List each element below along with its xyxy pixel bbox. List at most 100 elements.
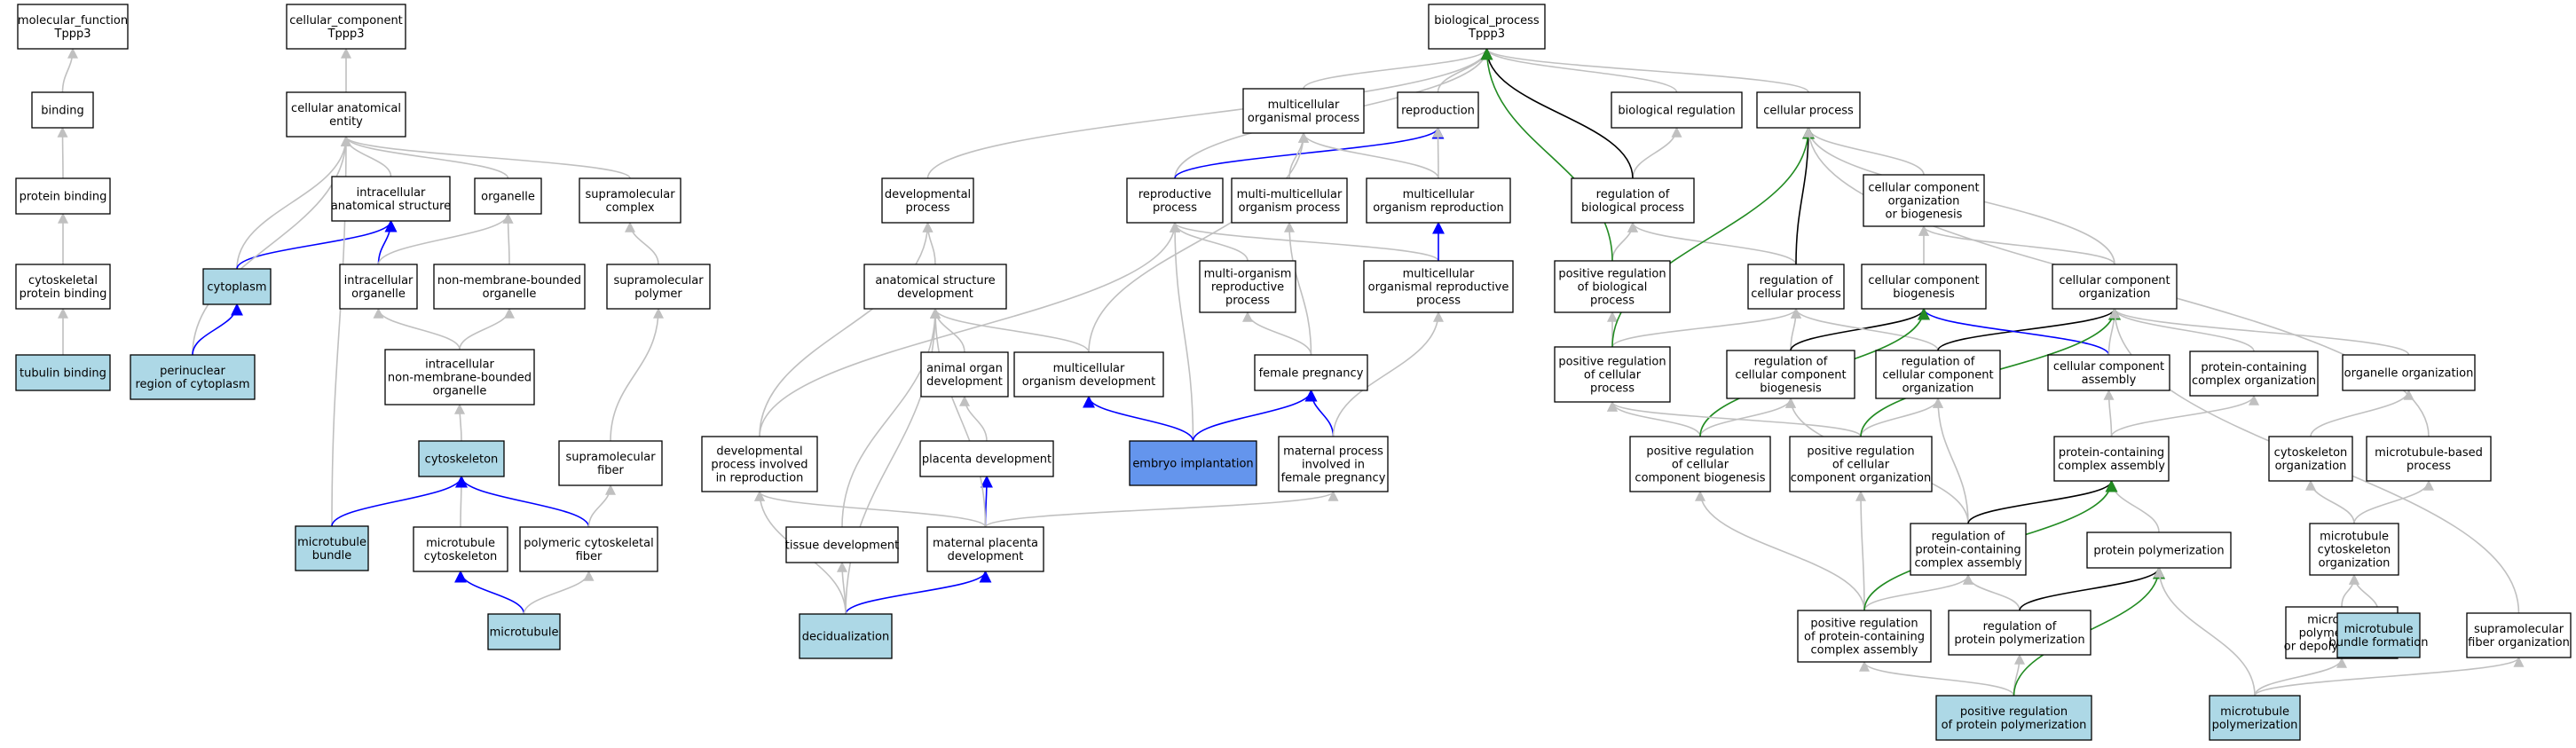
edge-is-a xyxy=(2353,479,2434,524)
edge-is-a xyxy=(610,307,664,442)
term-node-box xyxy=(799,613,893,659)
term-node-box xyxy=(1611,91,1743,129)
edge-part-of xyxy=(192,303,243,356)
term-node-label: biogenesis xyxy=(1893,287,1955,301)
term-node-intracellular-nmb-organelle[interactable]: intracellularnon-membrane-boundedorganel… xyxy=(384,349,535,405)
term-node-label: microtubule xyxy=(426,537,495,550)
term-node-decidualization[interactable]: decidualization xyxy=(799,613,893,659)
term-node-label: protein binding xyxy=(20,191,107,204)
term-node-label: entity xyxy=(329,115,363,129)
term-node-protein-binding[interactable]: protein binding xyxy=(15,177,111,215)
term-node-label: anatomical structure xyxy=(331,200,451,213)
term-node-box xyxy=(2052,264,2178,310)
edge-is-a xyxy=(1611,307,1801,348)
term-node-label: region of cytoplasm xyxy=(135,378,249,391)
term-node-biological-regulation[interactable]: biological regulation xyxy=(1611,91,1743,129)
term-node-organelle[interactable]: organelle xyxy=(474,177,542,215)
term-node-box xyxy=(1789,436,1933,492)
term-node-female-pregnancy[interactable]: female pregnancy xyxy=(1254,354,1368,391)
term-node-reproduction[interactable]: reproduction xyxy=(1397,91,1479,129)
edge-part-of xyxy=(1192,389,1318,442)
edge-regulates xyxy=(1937,307,2121,351)
term-node-tubulin-binding[interactable]: tubulin binding xyxy=(15,354,111,391)
term-node-label: organization xyxy=(2275,460,2347,473)
term-node-tissue-development[interactable]: tissue development xyxy=(785,526,899,563)
term-node-cellular-process[interactable]: cellular process xyxy=(1756,91,1861,129)
term-node-protein-polymerization[interactable]: protein polymerization xyxy=(2086,531,2232,569)
term-node-microtubule[interactable]: microtubule xyxy=(487,613,561,650)
edge-is-a xyxy=(754,490,987,528)
term-node-placenta-development[interactable]: placenta development xyxy=(919,440,1054,477)
term-node-organelle-organization[interactable]: organelle organization xyxy=(2342,354,2476,391)
term-node-box xyxy=(1948,610,2092,656)
term-node-label: Tppp3 xyxy=(54,28,91,41)
term-node-box xyxy=(579,177,681,224)
term-node-binding[interactable]: binding xyxy=(31,91,94,129)
edge-positively-regulates xyxy=(1611,126,1815,348)
term-node-embryo-implantation[interactable]: embryo implantation xyxy=(1129,440,1257,486)
term-node-box xyxy=(418,440,505,477)
term-node-label: multi-organism xyxy=(1204,268,1292,281)
term-node-label: protein polymerization xyxy=(1954,634,2084,647)
term-node-box xyxy=(130,354,256,400)
term-node-cytoplasm[interactable]: cytoplasm xyxy=(202,268,272,305)
term-node-box xyxy=(286,4,406,50)
edge-is-a xyxy=(2109,307,2410,356)
term-node-label: cellular anatomical xyxy=(291,102,401,115)
term-node-cytoskeleton[interactable]: cytoskeleton xyxy=(418,440,505,477)
term-node-label: cytoskeleton xyxy=(425,453,499,467)
